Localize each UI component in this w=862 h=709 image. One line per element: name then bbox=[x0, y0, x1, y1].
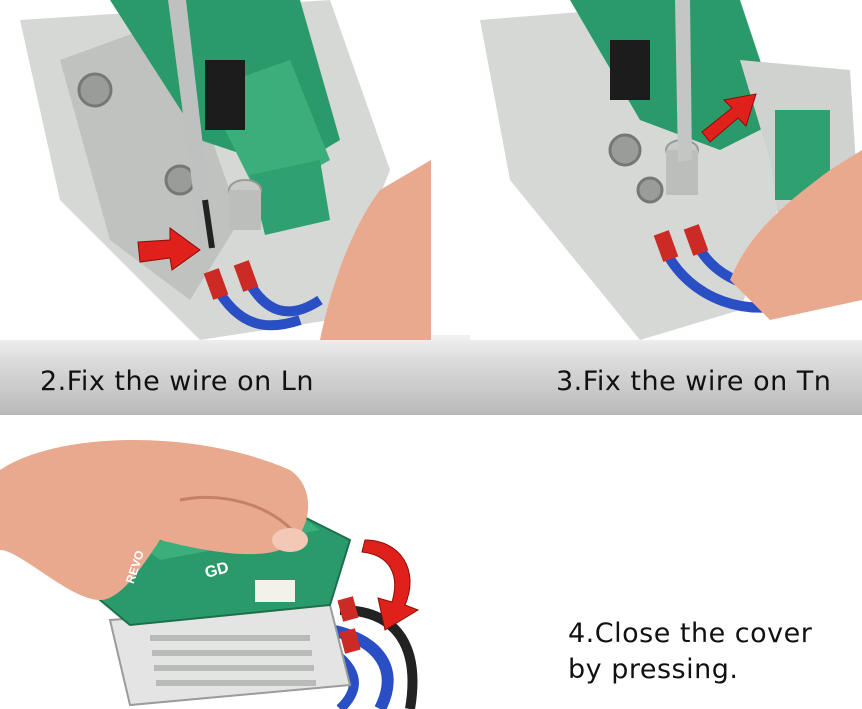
step-4-caption-line-1: 4.Close the cover bbox=[568, 618, 813, 649]
step-3-illustration bbox=[470, 0, 862, 340]
step-4-caption: 4.Close the cover by pressing. bbox=[568, 616, 812, 688]
step-2-illustration bbox=[0, 0, 431, 340]
step-2-caption: 2.Fix the wire on Ln bbox=[40, 366, 314, 397]
step-3-photo bbox=[470, 0, 862, 340]
step-2-photo bbox=[0, 0, 431, 340]
step-4-photo: REVO GD bbox=[0, 430, 480, 709]
step-4-illustration bbox=[0, 430, 480, 709]
step-3-caption: 3.Fix the wire on Tn bbox=[556, 366, 832, 397]
caption-band bbox=[0, 335, 862, 415]
step-4-caption-line-2: by pressing. bbox=[568, 654, 739, 685]
